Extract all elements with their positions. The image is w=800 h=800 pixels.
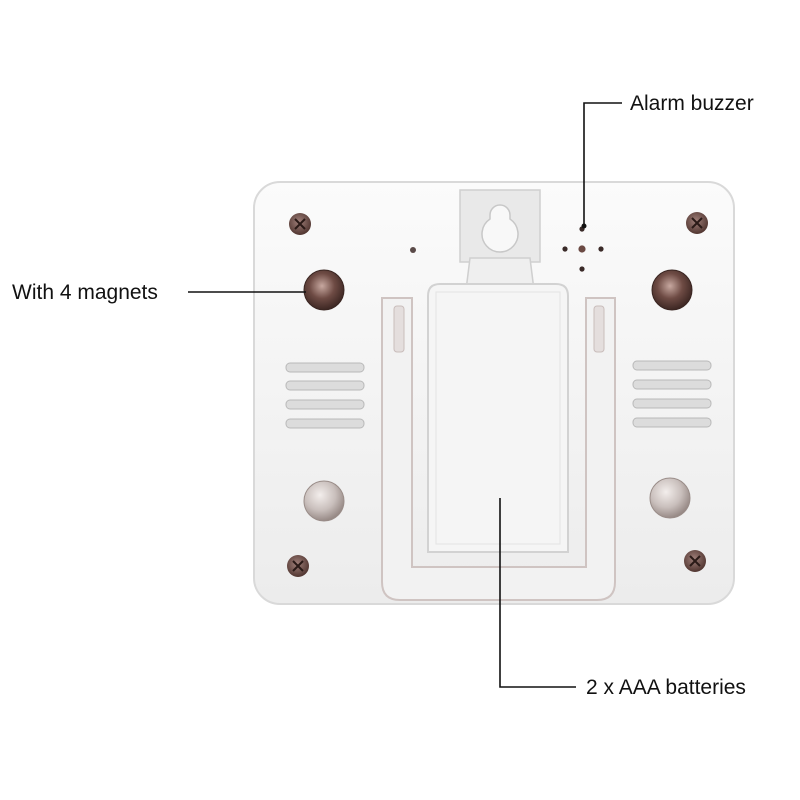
screw-bottom-left [287, 555, 309, 577]
screw-top-left [289, 213, 311, 235]
magnet-bottom-left [303, 480, 345, 522]
hanging-hook-recess [459, 189, 541, 263]
magnet-top-left [303, 269, 345, 311]
leader-lines [188, 102, 622, 688]
magnet-bottom-right [649, 477, 691, 519]
magnet-top-right [651, 269, 693, 311]
vent-right [632, 360, 712, 428]
battery-cover [427, 283, 569, 553]
vent-left [285, 362, 365, 429]
callout-alarm-buzzer: Alarm buzzer [630, 92, 754, 115]
folding-stand [381, 297, 616, 601]
leader-line-alarm [583, 102, 622, 226]
callout-magnets: With 4 magnets [12, 281, 158, 304]
callout-batteries: 2 x AAA batteries [586, 676, 746, 699]
leader-dot-alarm [581, 223, 587, 229]
screw-top-right [686, 212, 708, 234]
leader-line-batteries [499, 498, 576, 688]
pinhole [410, 247, 416, 253]
screw-bottom-right [684, 550, 706, 572]
